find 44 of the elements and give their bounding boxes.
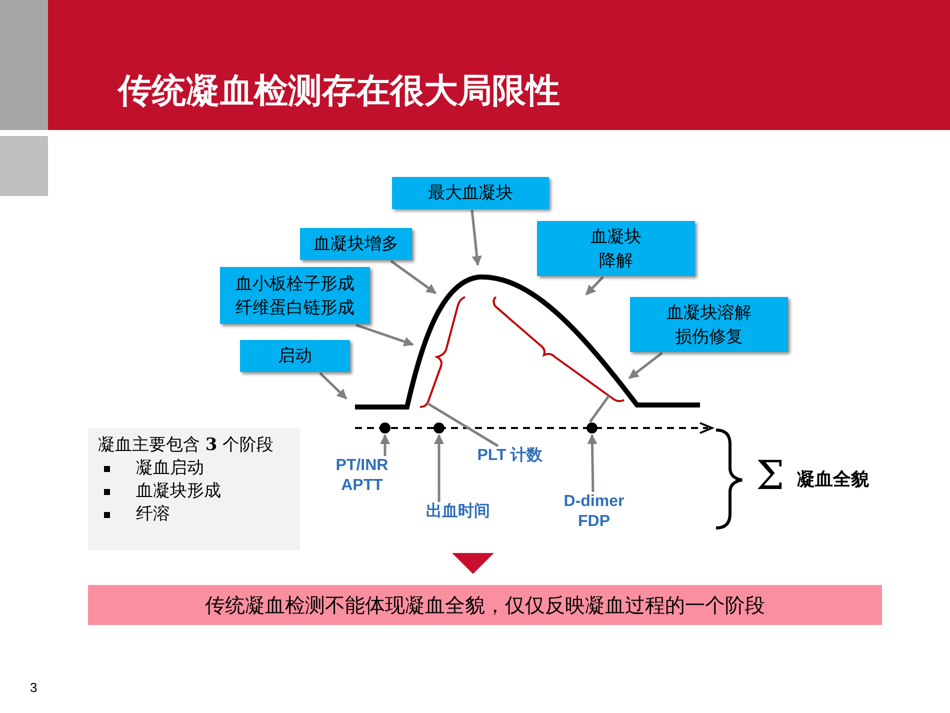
arrow	[585, 276, 604, 296]
test-label: FDP	[577, 512, 611, 532]
arrow	[628, 352, 663, 380]
callout-box	[220, 267, 370, 324]
leader-line	[426, 402, 499, 448]
arrow	[390, 260, 436, 294]
timeline-dot	[434, 422, 444, 434]
test-label: PLT 计数	[476, 446, 544, 466]
summary-label: 凝血全貌	[797, 469, 869, 491]
callout-box	[240, 340, 350, 372]
conclusion-banner: 传统凝血检测不能体现凝血全貌，仅仅反映凝血过程的一个阶段	[88, 585, 882, 625]
test-label: PT/INR	[334, 456, 390, 476]
arrow	[319, 372, 348, 400]
test-label: APTT	[340, 476, 384, 496]
list-item: 血凝块形成	[136, 480, 221, 503]
leader-line	[588, 395, 610, 423]
callout-box	[300, 228, 412, 260]
timeline-dot	[586, 422, 598, 434]
note-text: 凝血主要包含 3 个阶段	[98, 434, 275, 457]
box-text: 血小板栓子形成	[236, 272, 354, 296]
page-number: 3	[30, 680, 38, 696]
arrow	[380, 434, 390, 456]
callout-box	[630, 297, 788, 352]
note-panel	[88, 428, 300, 550]
arrow	[356, 324, 414, 346]
box-text: 启动	[278, 345, 312, 368]
timeline-dot	[380, 422, 390, 434]
arrow	[470, 210, 482, 266]
arrow	[434, 434, 444, 502]
list-item: 纤溶	[136, 503, 170, 526]
sigma-symbol: Σ	[756, 452, 784, 500]
slide-title: 传统凝血检测存在很大局限性	[118, 70, 560, 113]
list-item: 凝血启动	[136, 457, 204, 480]
box-text: 纤维蛋白链形成	[236, 296, 354, 320]
callout-box	[537, 221, 695, 276]
box-text: 损伤修复	[675, 326, 743, 348]
box-text: 血凝块增多	[314, 233, 398, 256]
arrow	[587, 434, 598, 492]
box-text: 最大血凝块	[428, 182, 513, 205]
callout-box	[392, 177, 549, 209]
test-label: 出血时间	[425, 502, 491, 522]
box-text: 血凝块降解	[590, 226, 642, 272]
box-text: 血凝块溶解	[666, 302, 752, 324]
test-label: D-dimer	[562, 492, 626, 512]
